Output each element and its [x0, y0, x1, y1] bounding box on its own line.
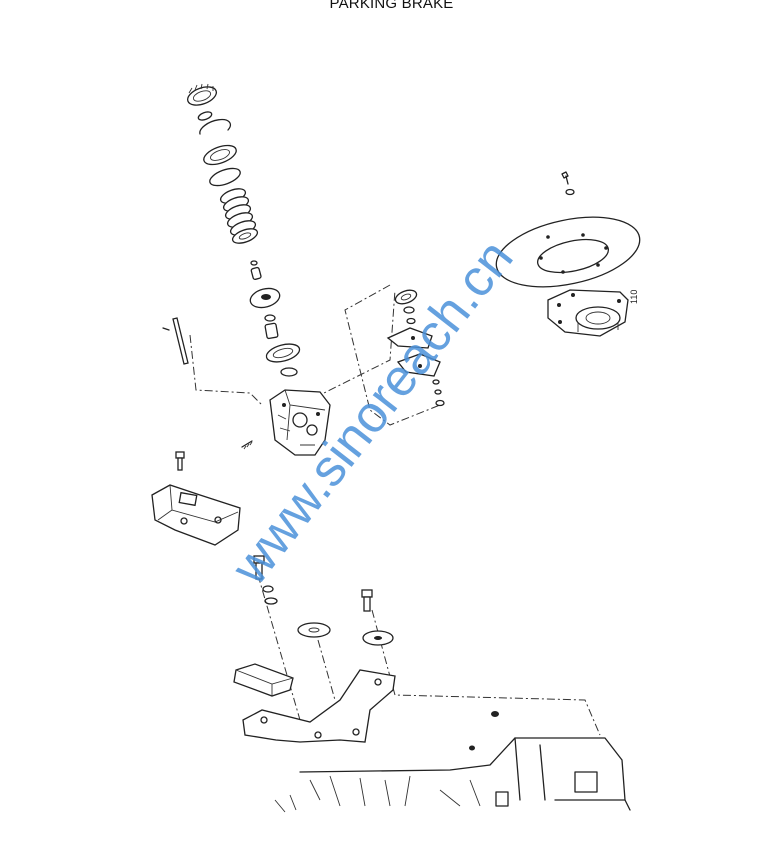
brake-caliper-housing [269, 389, 331, 456]
seal-lower [265, 343, 301, 363]
oil-seal [203, 144, 237, 166]
disc-spring-stack [219, 188, 259, 244]
bearing-top [186, 83, 218, 106]
flange-hub [547, 289, 629, 337]
lower-bolt-right [361, 589, 373, 612]
spacer-block [233, 663, 294, 697]
brake-pad-upper [386, 327, 433, 349]
sleeve [264, 322, 279, 340]
watermark: www.sinoreach.cn [220, 229, 524, 596]
assembly-lines [189, 284, 601, 736]
long-rod [162, 317, 189, 365]
page-title: PARKING BRAKE [329, 0, 454, 12]
reference-number: 110 [629, 290, 639, 304]
large-washers [297, 622, 394, 646]
mounting-bracket [151, 484, 241, 546]
washer-lower [280, 367, 298, 377]
washer-small [197, 111, 213, 121]
snap-ring [199, 118, 232, 135]
mounting-plate [242, 669, 396, 743]
pad-pins [432, 379, 445, 407]
spring-pin [250, 260, 262, 281]
bleed-screw [241, 440, 253, 450]
pad-retainer-washer [394, 289, 418, 325]
bracket-bolt [175, 451, 185, 471]
piston [249, 287, 281, 309]
chassis-frame [274, 711, 631, 813]
brake-disc [495, 216, 641, 288]
brake-pad-lower [396, 353, 441, 377]
ring-small [264, 314, 276, 322]
o-ring [209, 167, 241, 187]
lower-bolt-left [253, 555, 278, 605]
disc-bolt [561, 171, 575, 196]
